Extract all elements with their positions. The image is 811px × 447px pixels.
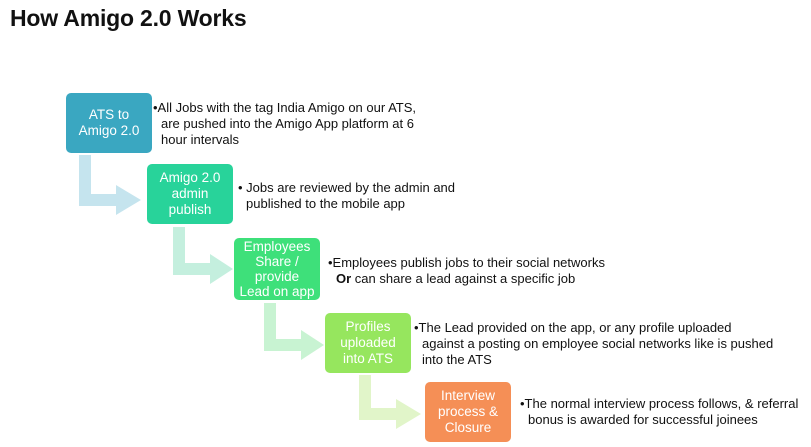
step-description: • Jobs are reviewed by the admin and pub… <box>238 180 455 212</box>
description-emphasis: Or <box>336 271 352 286</box>
step-description: •The Lead provided on the app, or any pr… <box>414 320 773 368</box>
step-label: Interview process & Closure <box>437 388 499 435</box>
description-line: are pushed into the Amigo App platform a… <box>161 116 414 131</box>
step-label: Amigo 2.0 admin publish <box>159 170 221 217</box>
step-profiles-uploaded: Profiles uploaded into ATS <box>325 313 411 373</box>
description-line: against a posting on employee social net… <box>422 336 774 351</box>
flow-arrow-1 <box>79 155 141 215</box>
description-line: • Jobs are reviewed by the admin and <box>238 180 456 195</box>
description-line: •Employees publish jobs to their social … <box>328 255 605 270</box>
description-line: into the ATS <box>422 352 492 367</box>
flow-arrow-2 <box>173 227 233 284</box>
description-line: •All Jobs with the tag India Amigo on ou… <box>153 100 417 115</box>
step-description: •All Jobs with the tag India Amigo on ou… <box>153 100 416 148</box>
description-line: •The normal interview process follows, &… <box>520 396 799 411</box>
flow-arrow-4 <box>359 375 421 429</box>
description-line: bonus is awarded for successful joinees <box>528 412 758 427</box>
step-description: •The normal interview process follows, &… <box>520 396 798 428</box>
description-line: published to the mobile app <box>246 196 406 211</box>
step-description: •Employees publish jobs to their social … <box>328 255 605 287</box>
description-line: •The Lead provided on the app, or any pr… <box>414 320 732 335</box>
step-ats-to-amigo: ATS to Amigo 2.0 <box>66 93 152 153</box>
step-interview-closure: Interview process & Closure <box>425 382 511 442</box>
step-admin-publish: Amigo 2.0 admin publish <box>147 164 233 224</box>
step-employees-share: Employees Share / provide Lead on app <box>234 238 320 300</box>
description-line: hour intervals <box>161 132 240 147</box>
page-title: How Amigo 2.0 Works <box>10 5 247 31</box>
step-label: Employees Share / provide Lead on app <box>239 239 315 299</box>
flow-arrow-3 <box>264 303 324 360</box>
description-line: Or can share a lead against a specific j… <box>328 271 605 287</box>
description-text: can share a lead against a specific job <box>351 271 576 286</box>
step-label: ATS to Amigo 2.0 <box>78 107 140 138</box>
step-label: Profiles uploaded into ATS <box>340 319 396 366</box>
